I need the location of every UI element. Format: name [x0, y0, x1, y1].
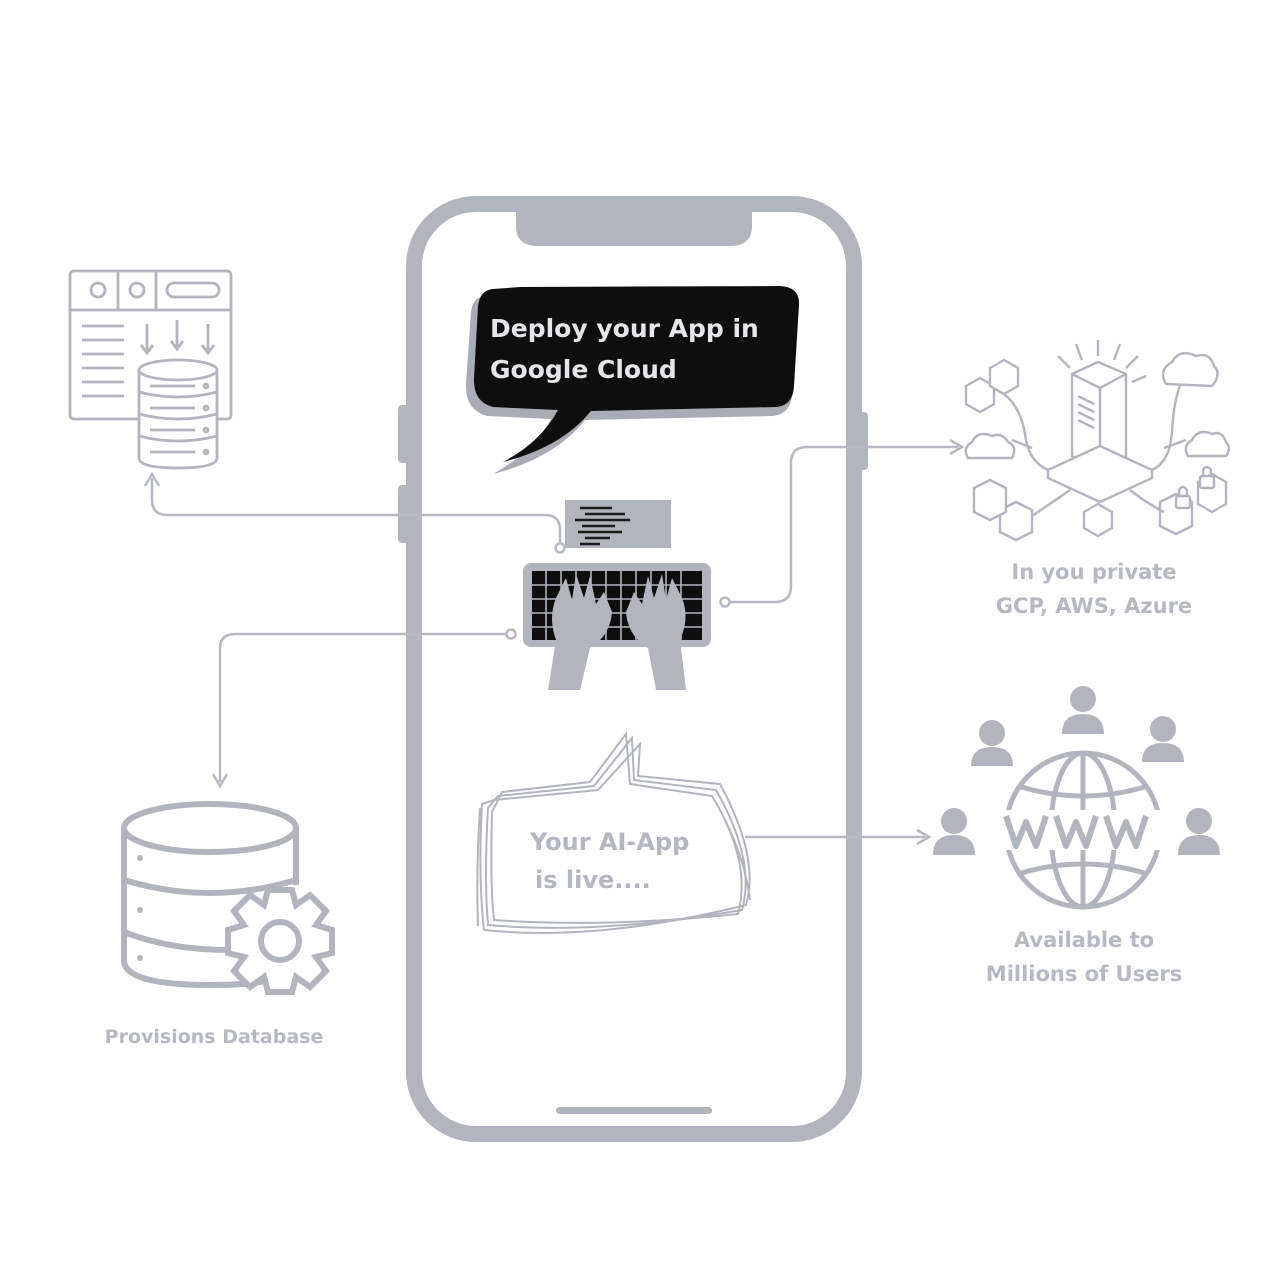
- database-label: Provisions Database: [104, 1026, 324, 1048]
- phone-home-indicator: [556, 1107, 712, 1114]
- live-note-line2: is live....: [535, 866, 651, 894]
- live-bubble: [476, 731, 751, 934]
- connector-to-cloud: [725, 445, 958, 604]
- phone-notch: [516, 204, 752, 246]
- speech-bubble-line1: Deploy your App in: [490, 314, 759, 343]
- monitor-icon: [565, 500, 671, 548]
- keyboard-typing-hands-icon: [523, 563, 711, 690]
- globe-www-users-icon: [933, 686, 1220, 910]
- cloud-label-line1: In you private: [1011, 560, 1177, 584]
- speech-bubble: [465, 286, 800, 474]
- node-dot: [719, 596, 731, 608]
- web-to-database-icon: [68, 269, 233, 470]
- node-dot: [505, 628, 517, 640]
- arrow-database: [211, 773, 229, 789]
- arrow-web-data: [143, 471, 161, 487]
- users-label-line1: Available to: [1013, 928, 1155, 952]
- live-note-line1: Your AI-App: [530, 828, 690, 856]
- cloud-server-network-icon: [964, 340, 1231, 542]
- speech-bubble-line2: Google Cloud: [490, 355, 677, 384]
- connector-to-database: [218, 632, 511, 782]
- users-label-line2: Millions of Users: [985, 962, 1183, 986]
- cloud-label-line2: GCP, AWS, Azure: [995, 594, 1193, 618]
- arrow-cloud: [949, 438, 965, 456]
- arrow-users: [916, 828, 932, 846]
- connector-lines: [143, 438, 965, 846]
- node-dot: [554, 542, 566, 554]
- phone-frame: [398, 196, 868, 1142]
- connector-to-web-data: [150, 478, 562, 548]
- database-gear-icon: [121, 801, 335, 995]
